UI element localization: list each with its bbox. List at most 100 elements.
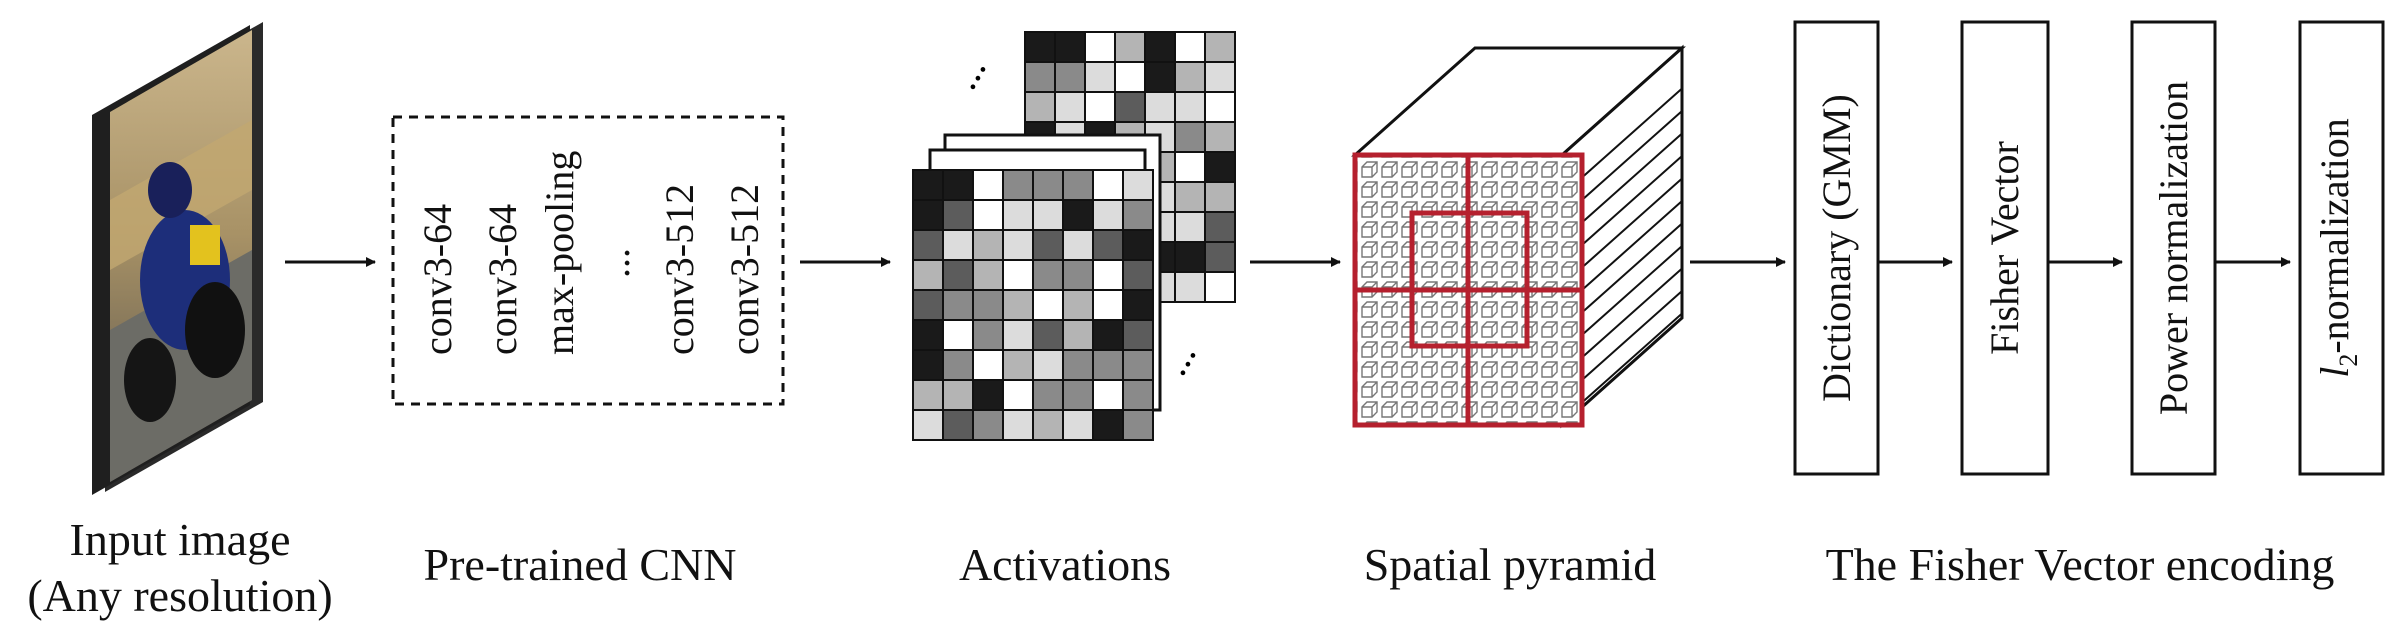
activation-cell <box>1062 169 1094 201</box>
cube-slice-line <box>1581 222 1683 314</box>
activation-cell <box>1204 61 1236 93</box>
activation-cell <box>1024 91 1056 123</box>
cnn-box <box>391 115 785 406</box>
activation-cell <box>1144 91 1176 123</box>
activation-cell <box>1122 409 1154 441</box>
cnn-label: Pre-trained CNN <box>423 539 737 590</box>
cube-slice-line <box>1581 200 1683 291</box>
activation-cell <box>1054 61 1086 93</box>
dictionary-label: Dictionary (GMM) <box>1814 94 1859 402</box>
activation-cell <box>1204 241 1236 273</box>
activation-cell <box>1002 319 1034 351</box>
activation-cell <box>1174 151 1206 183</box>
activation-cell <box>942 289 974 321</box>
activation-cell <box>942 169 974 201</box>
activation-cell <box>1204 121 1236 153</box>
activation-cell <box>1122 319 1154 351</box>
fisher-vector-label: Fisher Vector <box>1982 141 2027 355</box>
activation-cell <box>1084 91 1116 123</box>
cube-slice-line <box>1581 132 1683 224</box>
input-label-line2: (Any resolution) <box>27 570 333 621</box>
activation-cell <box>1204 91 1236 123</box>
pyramid-label: Spatial pyramid <box>1363 539 1657 590</box>
cube-slice-line <box>1581 110 1683 201</box>
activation-cell <box>972 319 1004 351</box>
activation-cell <box>942 379 974 411</box>
activation-cell <box>1062 379 1094 411</box>
activation-cell <box>1032 259 1064 291</box>
activation-cell <box>1092 349 1124 381</box>
power-norm-box <box>2130 20 2217 476</box>
activation-cell <box>1144 61 1176 93</box>
activation-cell <box>1174 31 1206 63</box>
l2-norm-label: l2-normalization <box>2312 118 2363 378</box>
activation-cell <box>1122 379 1154 411</box>
activation-cell <box>1174 91 1206 123</box>
activation-cell <box>1204 211 1236 243</box>
ellipsis-top: ... <box>941 48 995 96</box>
activation-cell <box>912 379 944 411</box>
activation-cell <box>1054 91 1086 123</box>
activation-cell <box>1092 259 1124 291</box>
activation-cell <box>972 379 1004 411</box>
activation-cell <box>1002 289 1034 321</box>
activation-cell <box>1092 199 1124 231</box>
input-label-line1: Input image <box>69 514 291 565</box>
fisher-label: The Fisher Vector encoding <box>1825 539 2335 590</box>
activation-maps-icon: ... ... <box>912 31 1236 441</box>
activation-cell <box>1032 319 1064 351</box>
activation-cell <box>1092 409 1124 441</box>
activation-cell <box>1204 31 1236 63</box>
activation-cell <box>1204 151 1236 183</box>
activation-cell <box>1122 229 1154 261</box>
activation-cell <box>912 259 944 291</box>
cube-slice-line <box>1581 290 1683 381</box>
activation-cell <box>1204 181 1236 213</box>
activation-cell <box>972 409 1004 441</box>
activation-cell <box>1054 31 1086 63</box>
activation-cell <box>972 229 1004 261</box>
activation-cell <box>972 199 1004 231</box>
activation-cell <box>1114 61 1146 93</box>
activation-cell <box>1062 349 1094 381</box>
activation-cell <box>1122 199 1154 231</box>
activation-cell <box>972 259 1004 291</box>
activation-cell <box>1062 229 1094 261</box>
activation-cell <box>1174 121 1206 153</box>
activation-cell <box>1114 91 1146 123</box>
activation-cell <box>1092 379 1124 411</box>
activation-cell <box>912 199 944 231</box>
activation-cell <box>1122 259 1154 291</box>
activation-cell <box>942 409 974 441</box>
cube-slice-line <box>1581 312 1683 404</box>
activation-cell <box>1084 61 1116 93</box>
activation-cell <box>912 349 944 381</box>
activation-cell <box>1092 289 1124 321</box>
activation-cell <box>1024 61 1056 93</box>
activation-cell <box>1062 259 1094 291</box>
activation-cell <box>1032 349 1064 381</box>
activation-cell <box>1174 241 1206 273</box>
activation-cell <box>1002 409 1034 441</box>
activation-cell <box>1122 349 1154 381</box>
activation-cell <box>972 289 1004 321</box>
activation-cell <box>912 319 944 351</box>
activation-cell <box>1062 319 1094 351</box>
activation-cell <box>1084 31 1116 63</box>
cube-slice-line <box>1581 267 1683 359</box>
activation-cell <box>1024 31 1056 63</box>
activation-cell <box>1062 409 1094 441</box>
activation-cell <box>1002 169 1034 201</box>
activation-cell <box>1174 211 1206 243</box>
activation-cell <box>1032 289 1064 321</box>
activation-cell <box>1032 169 1064 201</box>
pyramid-level-0 <box>1409 210 1530 349</box>
activation-cell <box>1032 229 1064 261</box>
activation-cell <box>1032 379 1064 411</box>
activation-cell <box>972 349 1004 381</box>
cube-slice-line <box>1581 245 1683 336</box>
input-image-icon <box>92 22 263 495</box>
activation-cell <box>1144 31 1176 63</box>
cnn-layer-ellipsis: ... <box>593 248 638 278</box>
activation-cell <box>1002 229 1034 261</box>
